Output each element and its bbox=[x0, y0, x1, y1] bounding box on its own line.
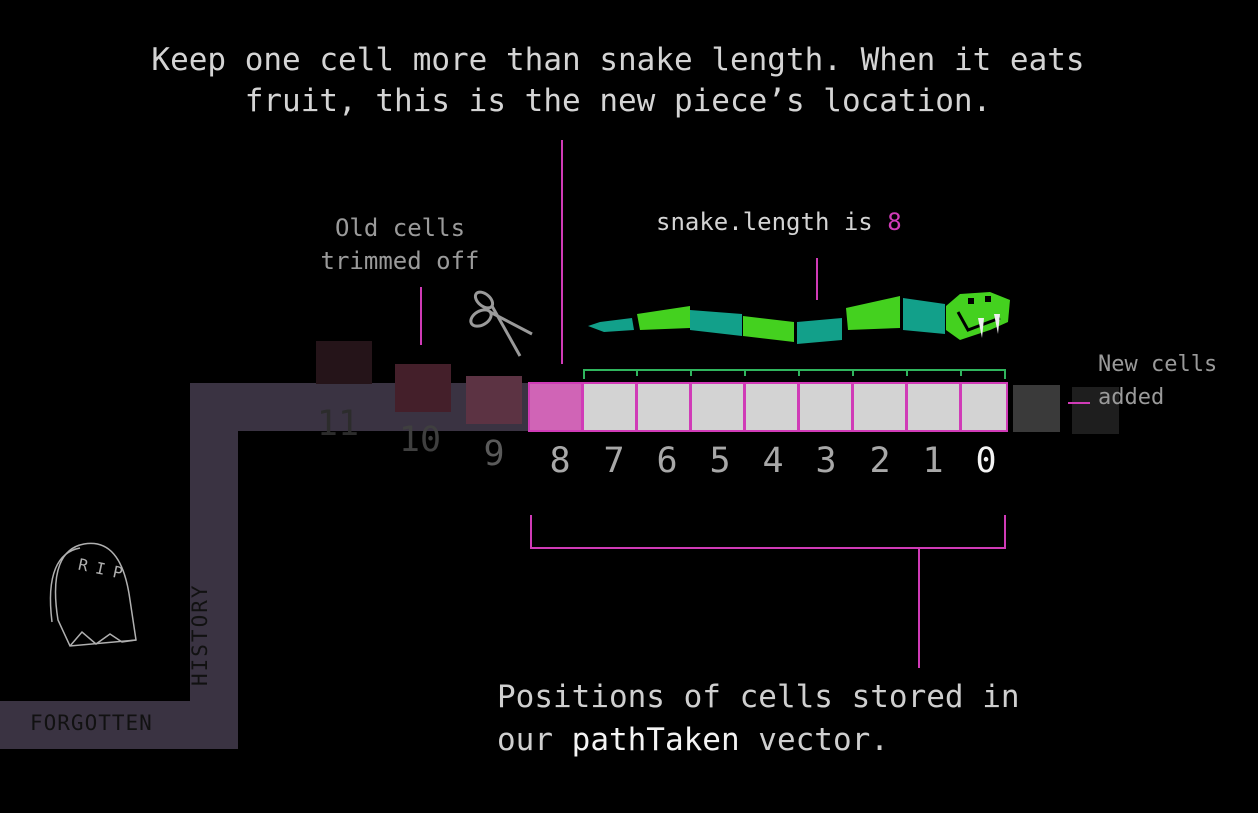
cell-7 bbox=[582, 382, 637, 432]
index-label-7: 7 bbox=[603, 441, 625, 481]
index-label-11: 11 bbox=[316, 404, 360, 444]
spare-cell-8 bbox=[528, 382, 583, 432]
snake-length-note: snake.length is 8 bbox=[656, 208, 902, 236]
index-label-0: 0 bbox=[975, 441, 997, 481]
index-label-2: 2 bbox=[869, 441, 891, 481]
cell-2 bbox=[852, 382, 907, 432]
old-cell-10 bbox=[395, 364, 451, 412]
snake-length-prefix: snake.length is bbox=[656, 208, 888, 236]
length-brackets bbox=[583, 369, 1006, 379]
scissors-icon bbox=[469, 290, 533, 357]
old-cell-11 bbox=[316, 341, 372, 384]
path-taken-line2b: vector. bbox=[739, 722, 889, 758]
new-cell-1 bbox=[1013, 385, 1060, 432]
cell-1 bbox=[906, 382, 961, 432]
old-cells-note: Old cells trimmed off bbox=[320, 214, 480, 275]
index-label-8: 8 bbox=[549, 441, 571, 481]
index-label-10: 10 bbox=[398, 420, 442, 460]
index-label-3: 3 bbox=[815, 441, 837, 481]
path-taken-note: Positions of cells stored in our pathTak… bbox=[497, 676, 1020, 762]
cell-3 bbox=[798, 382, 853, 432]
forgotten-label: FORGOTTEN bbox=[30, 711, 153, 735]
path-taken-code: pathTaken bbox=[571, 722, 740, 758]
old-cell-9 bbox=[466, 376, 522, 424]
snake-tail bbox=[588, 318, 634, 332]
history-label: HISTORY bbox=[188, 583, 212, 686]
tombstone-icon bbox=[49, 542, 137, 647]
cell-0 bbox=[960, 382, 1008, 432]
cell-5 bbox=[690, 382, 745, 432]
snake-length-value: 8 bbox=[887, 208, 902, 236]
cell-6 bbox=[636, 382, 691, 432]
snake-cells bbox=[582, 382, 1008, 432]
pointer-lines bbox=[420, 140, 1090, 668]
spare-cell-note: Keep one cell more than snake length. Wh… bbox=[151, 42, 1085, 119]
path-taken-line2a: our bbox=[497, 722, 572, 758]
index-label-4: 4 bbox=[762, 441, 784, 481]
cell-4 bbox=[744, 382, 799, 432]
index-label-5: 5 bbox=[709, 441, 731, 481]
index-label-1: 1 bbox=[922, 441, 944, 481]
path-taken-line1: Positions of cells stored in bbox=[497, 679, 1020, 715]
index-label-6: 6 bbox=[656, 441, 678, 481]
new-cells-note: New cells added bbox=[1098, 352, 1218, 410]
new-cell-2 bbox=[1072, 387, 1119, 434]
snake-head bbox=[946, 292, 1010, 340]
snake-sprite-icon bbox=[588, 292, 1010, 344]
index-label-9: 9 bbox=[483, 434, 505, 474]
